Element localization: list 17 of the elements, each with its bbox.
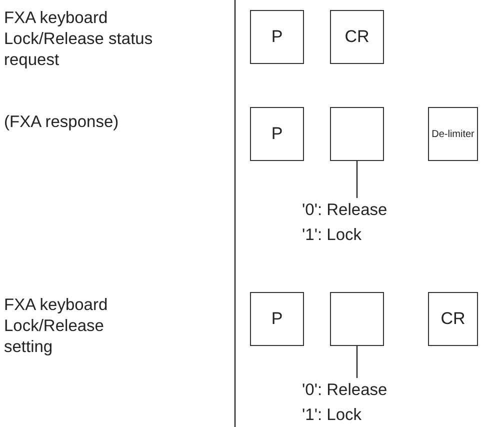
- character-box: CR: [330, 10, 384, 64]
- row-description: FXA keyboard Lock/Release status request: [4, 8, 154, 71]
- character-box: P: [250, 107, 304, 161]
- leader-line: [356, 161, 358, 198]
- value-description: '1': Lock: [302, 225, 362, 246]
- row-description: (FXA response): [4, 112, 120, 133]
- character-box: P: [250, 10, 304, 64]
- value-description: '0': Release: [302, 200, 388, 221]
- empty-box: [330, 292, 384, 346]
- leader-line: [356, 346, 358, 378]
- character-box: P: [250, 292, 304, 346]
- value-description: '0': Release: [302, 380, 388, 401]
- row-description: FXA keyboard Lock/Release setting: [4, 295, 109, 358]
- empty-box: [330, 107, 384, 161]
- character-box: De-limiter: [428, 107, 478, 161]
- character-box: CR: [428, 292, 478, 346]
- value-description: '1': Lock: [302, 405, 362, 426]
